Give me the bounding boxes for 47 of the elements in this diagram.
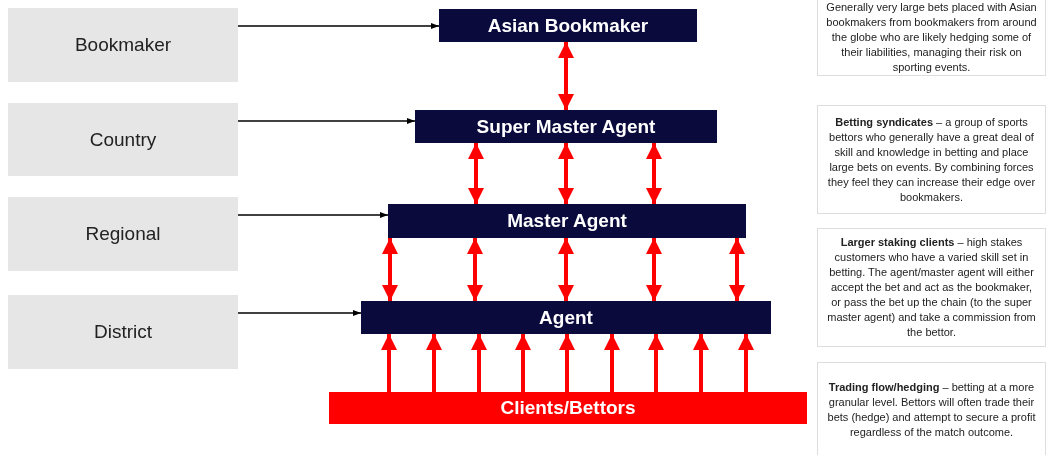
double-arrow [646, 143, 662, 204]
description-card [817, 228, 1046, 347]
double-arrow [468, 143, 484, 204]
double-arrow [558, 238, 574, 301]
node-label: Bookmaker [74, 34, 172, 56]
arrow [693, 334, 709, 392]
node-label: District [93, 321, 153, 343]
tier-bar [439, 9, 697, 42]
arrow [515, 334, 531, 392]
double-arrow [558, 143, 574, 204]
node-label: Super Master Agent [476, 115, 656, 138]
arrow [426, 334, 442, 392]
node-label: Regional [85, 223, 161, 245]
arrow [237, 23, 440, 29]
arrow [738, 334, 754, 392]
description-text: Betting syndicates – a group of sports bettors who generally have a great deal of skill and knowledge in betting and place large bets on events. By combining forces they feel they can increase their edge over bookmakers. [826, 114, 1037, 205]
arrow [559, 334, 575, 392]
node-label: Master Agent [507, 210, 627, 232]
node-label: Asian Bookmaker [487, 14, 649, 37]
level-box [8, 197, 238, 271]
double-arrow [558, 42, 574, 110]
double-arrow [729, 238, 745, 301]
node-label: Clients/Bettors [500, 397, 636, 419]
arrow [237, 310, 362, 316]
arrow [237, 212, 389, 218]
tier-bar [361, 301, 771, 334]
node-label: Country [89, 128, 157, 151]
arrow [604, 334, 620, 392]
arrow [237, 118, 416, 124]
tier-bar [415, 110, 717, 143]
node-label: Agent [539, 306, 593, 329]
description-card [817, 362, 1046, 455]
base-bar [329, 392, 807, 424]
arrow [471, 334, 487, 392]
double-arrow [382, 238, 398, 301]
description-text: Trading flow/hedging – betting at a more granular level. Bettors will often trade their bets (hedge) and attempt to secure a profit regardless of the match outcome. [826, 379, 1037, 440]
double-arrow [646, 238, 662, 301]
arrow [381, 334, 397, 392]
arrow [648, 334, 664, 392]
description-card [817, 105, 1046, 214]
level-box [8, 8, 238, 82]
tier-bar [388, 204, 746, 238]
double-arrow [467, 238, 483, 301]
description-text: Generally very large bets placed with Asian bookmakers from bookmakers from around the globe who are likely hedging some of their liabilities, managing their risk on sporting events. [826, 0, 1037, 75]
description-text: Larger staking clients – high stakes customers who have a varied skill set in betting. The agent/master agent will either accept the bet and act as the bookmaker, or pass the bet up the chain (to the super master agent) and take a commission from the bettor. [826, 235, 1037, 340]
level-box [8, 103, 238, 176]
level-box [8, 295, 238, 369]
